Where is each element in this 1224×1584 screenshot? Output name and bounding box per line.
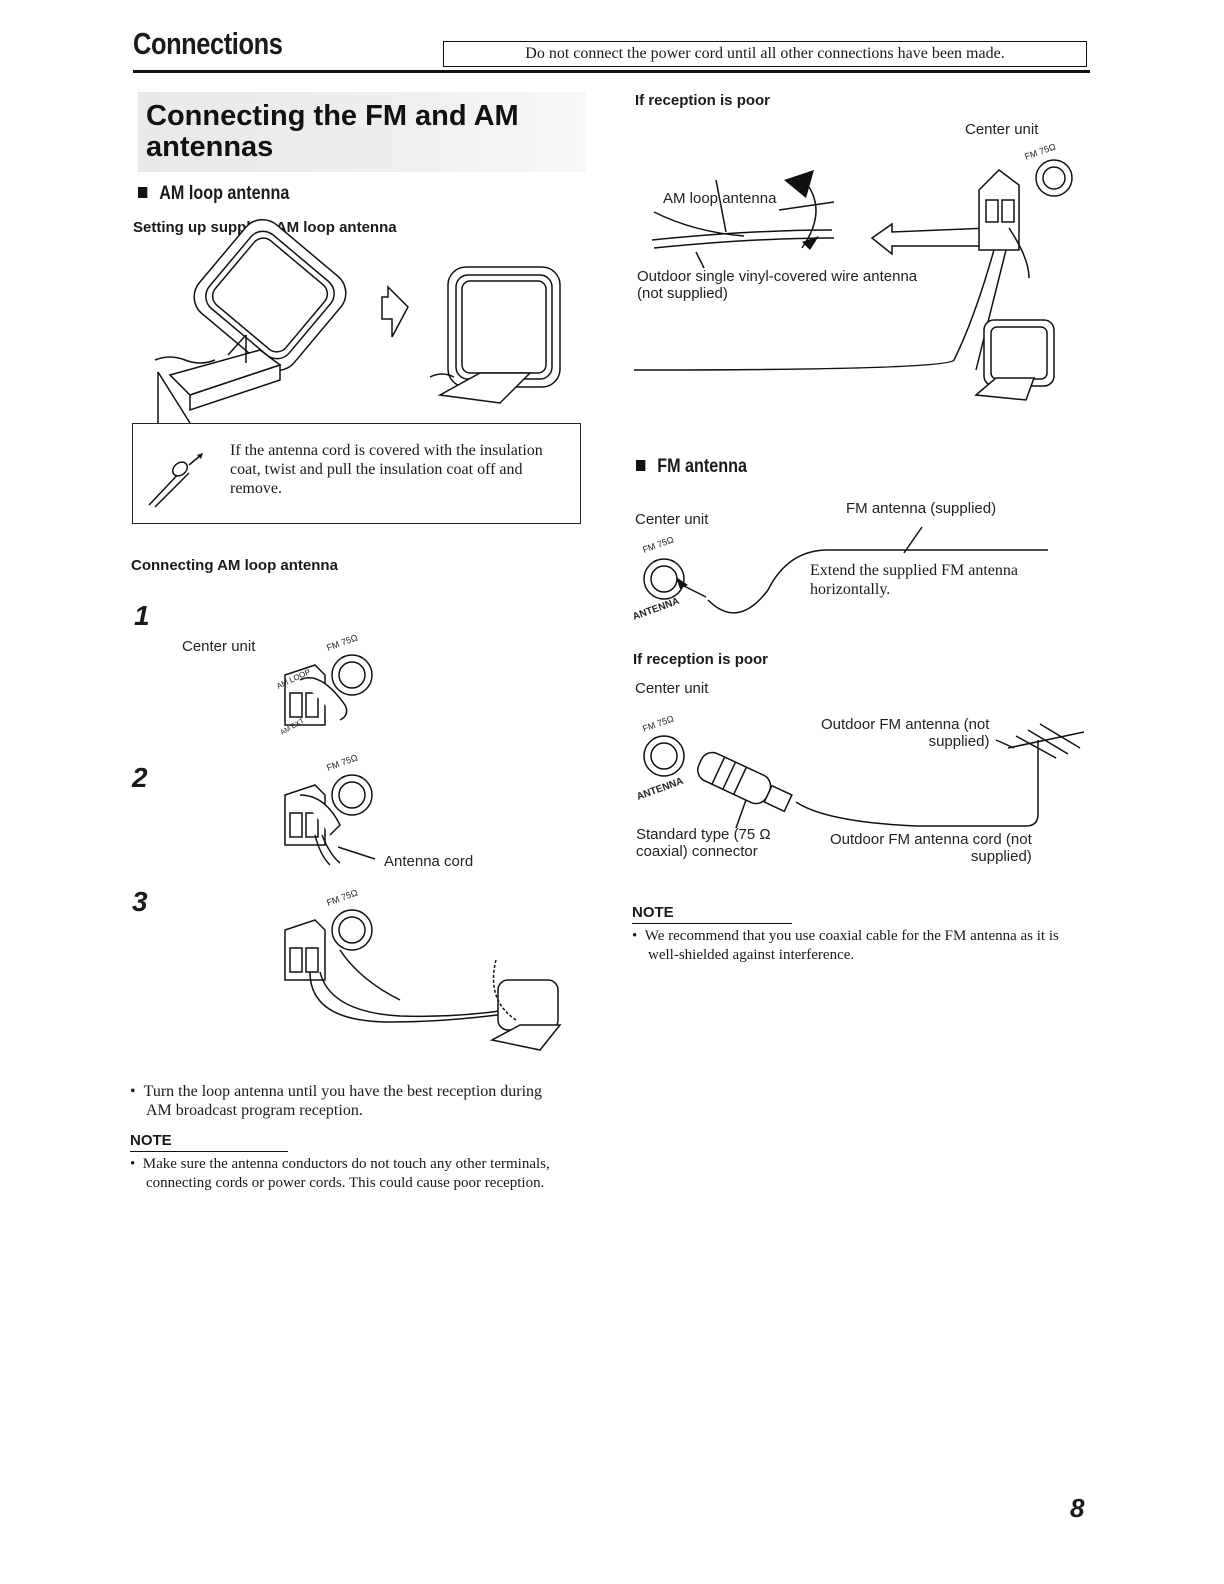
fm75-tag-6: FM 75Ω (641, 713, 675, 734)
fm-supplied-label: FM antenna (supplied) (846, 500, 997, 517)
am-poor-center-unit-label: Center unit (965, 121, 1039, 138)
fm-antenna-heading-text: FM antenna (657, 456, 747, 477)
antenna-cord-label: Antenna cord (384, 853, 474, 870)
fm-antenna-heading: FM antenna (636, 456, 747, 478)
fm75-tag-5: FM 75Ω (641, 534, 675, 555)
bullet-line-1: Turn the loop antenna until you have the… (143, 1083, 543, 1100)
cord-line-1: Outdoor FM antenna cord (not (830, 831, 1032, 848)
fm-note-line-2: well-shielded against interference. (648, 947, 855, 963)
outdoor-fm-cord-label: Outdoor FM antenna cord (not supplied) (830, 831, 1032, 865)
am-note-rule (130, 1151, 288, 1152)
am-loop-heading-text: AM loop antenna (159, 183, 290, 204)
standard-connector-label: Standard type (75 Ω coaxial) connector (636, 826, 771, 860)
page-title: Connections (133, 26, 283, 61)
am-loop-assembly-illustration (154, 218, 561, 412)
callout-lines (157, 371, 191, 424)
bullet-square-icon (138, 187, 148, 198)
am-note-text: • Make sure the antenna conductors do no… (130, 1156, 550, 1191)
outdoor-wire-line-1: Outdoor single vinyl-covered wire antenn… (637, 268, 918, 285)
info-line-3: remove. (230, 480, 282, 497)
twist-cord-icon (148, 453, 203, 508)
antenna-tag: ANTENNA (631, 596, 681, 623)
info-line-2: coat, twist and pull the insulation coat… (230, 461, 523, 478)
bullet-square-icon-2 (636, 460, 646, 471)
connector-line-2: coaxial) connector (636, 843, 758, 860)
outdoor-wire-antenna-label: Outdoor single vinyl-covered wire antenn… (637, 268, 917, 302)
extend-fm-instruction: Extend the supplied FM antenna horizonta… (810, 561, 1018, 599)
page-number: 8 (1070, 1493, 1085, 1523)
step-number-2: 2 (132, 762, 148, 793)
step2-terminal-illustration: FM 75Ω (284, 752, 376, 866)
outdoor-wire-line-2: (not supplied) (637, 285, 728, 302)
am-note-line-2: connecting cords or power cords. This co… (146, 1175, 545, 1191)
step3-terminal-illustration: FM 75Ω (284, 887, 562, 1051)
connector-line-1: Standard type (75 Ω (636, 826, 771, 843)
step-number-3: 3 (132, 886, 148, 917)
fm-note-line-1: We recommend that you use coaxial cable … (644, 928, 1059, 944)
am-loop-heading: AM loop antenna (138, 183, 289, 205)
fm-center-unit-label: Center unit (635, 511, 709, 528)
am-poor-reception-heading: If reception is poor (635, 92, 771, 109)
section-title-box (138, 92, 586, 172)
insulation-info-box (132, 423, 581, 524)
outdoor-fm-antenna-label: Outdoor FM antenna (not supplied) (821, 716, 989, 750)
antenna-tag-2: ANTENNA (635, 776, 685, 803)
power-cord-notice: Do not connect the power cord until all … (443, 41, 1087, 67)
fm-poor-reception-heading: If reception is poor (633, 651, 769, 668)
fm75-tag-2: FM 75Ω (325, 752, 359, 773)
fm-note-title: NOTE (632, 904, 674, 921)
step1-terminal-illustration: FM 75Ω AM LOOP AM EXT (275, 632, 373, 737)
fm-note-text: • We recommend that you use coaxial cabl… (632, 928, 1059, 963)
step-number-1: 1 (134, 600, 150, 631)
am-note-title: NOTE (130, 1132, 172, 1149)
extend-line-1: Extend the supplied FM antenna (810, 562, 1018, 579)
bullet-line-2: AM broadcast program reception. (146, 1102, 363, 1119)
section-title-line2: antennas (146, 131, 274, 163)
insulation-info-text: If the antenna cord is covered with the … (230, 441, 543, 498)
section-title-line1: Connecting the FM and AM (146, 100, 519, 132)
fm75-tag-3: FM 75Ω (325, 887, 359, 908)
fm-note-rule (632, 923, 792, 924)
info-line-1: If the antenna cord is covered with the … (230, 442, 543, 459)
step1-center-unit-label: Center unit (182, 638, 256, 655)
section-title: Connecting the FM and AM antennas (146, 101, 519, 163)
cord-line-2: supplied) (970, 848, 1032, 865)
extend-line-2: horizontally. (810, 581, 891, 598)
loop-turn-bullet: • Turn the loop antenna until you have t… (130, 1082, 542, 1120)
fm-supplied-antenna-illustration: FM 75Ω ANTENNA (631, 526, 1048, 623)
outdoor-fm-line-2: supplied) (928, 733, 990, 750)
fm75-tag-4: FM 75Ω (1023, 141, 1057, 162)
fm-poor-center-unit-label: Center unit (635, 680, 709, 697)
fm75-tag: FM 75Ω (325, 632, 359, 653)
connecting-am-heading: Connecting AM loop antenna (131, 557, 338, 574)
am-note-line-1: Make sure the antenna conductors do not … (142, 1156, 550, 1172)
header-rule (133, 70, 1090, 73)
bullet-dot: • (130, 1083, 144, 1100)
outdoor-fm-line-1: Outdoor FM antenna (not (821, 716, 990, 733)
fm-outdoor-antenna-illustration: FM 75Ω ANTENNA (635, 713, 1085, 829)
am-outdoor-wiring-illustration: FM 75Ω (633, 141, 1073, 401)
